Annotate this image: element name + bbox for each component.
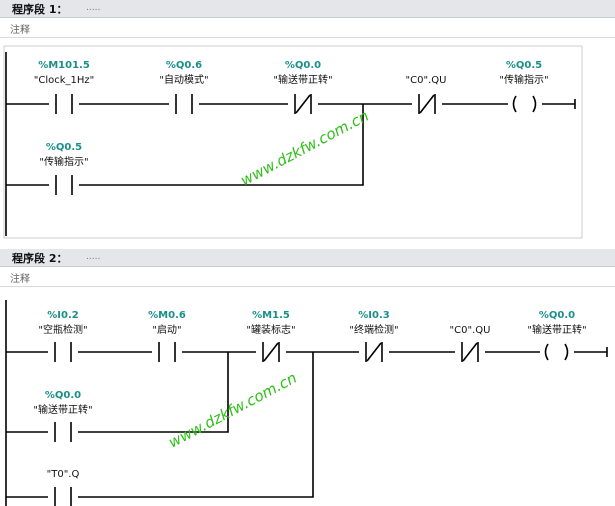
network-2-title: 程序段 2： xyxy=(12,252,68,265)
network-1-title-placeholder[interactable]: ..... xyxy=(86,3,101,13)
network-2-title-placeholder[interactable]: ..... xyxy=(86,252,101,262)
branch-1-address: %Q0.0 xyxy=(45,390,81,401)
network-1-frame xyxy=(3,45,583,239)
contact-conveyor-forward-nc[interactable]: %Q0.0 "输送带正转" xyxy=(273,60,333,114)
watermark-text: www.dzkfw.com.cn xyxy=(237,107,371,190)
branch-contact-t0-q[interactable]: "T0".Q xyxy=(47,469,80,506)
branch-2-symbol: "T0".Q xyxy=(47,469,80,480)
branch-contact-conveyor-forward[interactable]: %Q0.0 "输送带正转" xyxy=(33,390,93,442)
branch-wire xyxy=(6,104,364,186)
coil-address: %Q0.5 xyxy=(506,60,542,71)
contact-2-symbol: "启动" xyxy=(152,323,181,336)
watermark-text: www.dzkfw.com.cn xyxy=(165,369,299,452)
contact-2-address: %M0.6 xyxy=(148,310,186,321)
contact-start[interactable]: %M0.6 "启动" xyxy=(148,310,186,362)
contact-2-symbol: "自动模式" xyxy=(159,73,208,86)
network-2-header[interactable]: 程序段 2： ..... xyxy=(0,249,615,267)
contact-1-address: %M101.5 xyxy=(38,60,90,71)
contact-4-address: %I0.3 xyxy=(358,310,389,321)
contact-empty-bottle-detect[interactable]: %I0.2 "空瓶检测" xyxy=(38,310,88,362)
coil-symbol: "输送带正转" xyxy=(527,323,586,336)
branch-contact-address: %Q0.5 xyxy=(46,142,82,153)
contact-1-address: %I0.2 xyxy=(47,310,78,321)
network-1-header[interactable]: 程序段 1： ..... xyxy=(0,0,615,18)
network-1-comment: 注释 xyxy=(10,25,30,36)
contact-clock-1hz[interactable]: %M101.5 "Clock_1Hz" xyxy=(34,60,95,114)
network-1-comment-row[interactable]: 注释 xyxy=(0,18,615,38)
coil-symbol: "传输指示" xyxy=(499,73,548,86)
contact-3-address: %Q0.0 xyxy=(285,60,321,71)
coil-conveyor-forward[interactable]: %Q0.0 "输送带正转" xyxy=(527,310,587,362)
network-1-title: 程序段 1： xyxy=(12,3,68,16)
coil-address: %Q0.0 xyxy=(539,310,575,321)
network-2-comment: 注释 xyxy=(10,274,30,285)
branch-contact-symbol: "传输指示" xyxy=(39,155,88,168)
coil-transfer-indicator[interactable]: %Q0.5 "传输指示" xyxy=(499,60,549,114)
network-2-rung: %I0.2 "空瓶检测" %M0.6 "启动" %M1.5 "罐装标志" %I0… xyxy=(0,288,615,506)
contact-c0-qu-nc[interactable]: "C0".QU xyxy=(450,325,491,362)
contact-end-detect-nc[interactable]: %I0.3 "终端检测" xyxy=(349,310,399,362)
contact-auto-mode[interactable]: %Q0.6 "自动模式" xyxy=(159,60,209,114)
network-2-comment-row[interactable]: 注释 xyxy=(0,267,615,287)
contact-filling-flag-nc[interactable]: %M1.5 "罐装标志" xyxy=(246,310,296,362)
contact-1-symbol: "Clock_1Hz" xyxy=(34,75,95,86)
contact-4-symbol: "终端检测" xyxy=(349,323,398,336)
contact-3-symbol: "罐装标志" xyxy=(246,323,295,336)
branch-contact-transfer-indicator[interactable]: %Q0.5 "传输指示" xyxy=(39,142,89,195)
branch-1-symbol: "输送带正转" xyxy=(33,403,92,416)
network-1-rung: %M101.5 "Clock_1Hz" %Q0.6 "自动模式" %Q0.0 "… xyxy=(0,38,615,239)
branch-1-wire xyxy=(6,352,229,433)
contact-3-address: %M1.5 xyxy=(252,310,290,321)
contact-c0-qu-nc[interactable]: "C0".QU xyxy=(406,75,447,114)
contact-4-symbol: "C0".QU xyxy=(406,75,447,86)
contact-2-address: %Q0.6 xyxy=(166,60,202,71)
contact-5-symbol: "C0".QU xyxy=(450,325,491,336)
contact-3-symbol: "输送带正转" xyxy=(273,73,332,86)
branch-2-wire xyxy=(6,352,314,498)
contact-1-symbol: "空瓶检测" xyxy=(38,323,87,336)
